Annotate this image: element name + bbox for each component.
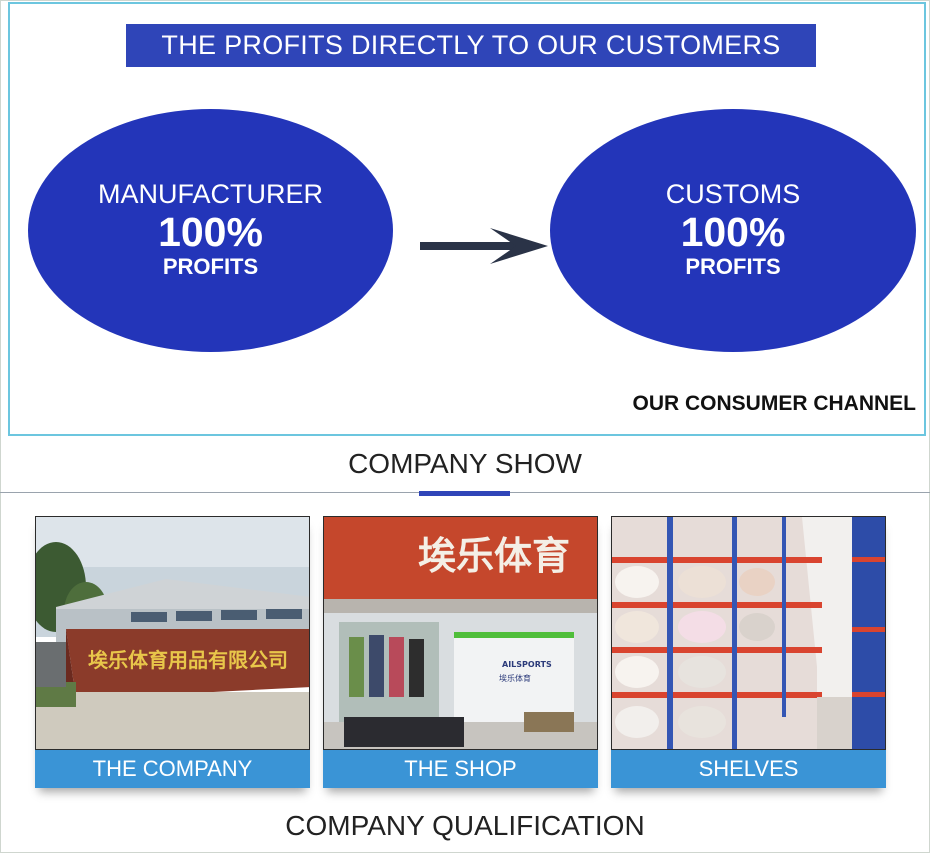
- card-label-shelves: SHELVES: [611, 750, 886, 788]
- profit-panel: THE PROFITS DIRECTLY TO OUR CUSTOMERS MA…: [8, 2, 926, 436]
- manufacturer-label: MANUFACTURER: [97, 178, 323, 209]
- manufacturer-percent: 100%: [158, 208, 263, 255]
- card-shelves[interactable]: SHELVES: [611, 516, 886, 788]
- profit-banner: THE PROFITS DIRECTLY TO OUR CUSTOMERS: [126, 24, 816, 67]
- company-photo: 埃乐体育用品有限公司: [35, 516, 310, 750]
- shelves-photo: [611, 516, 886, 750]
- section-divider-accent: [419, 491, 510, 496]
- manufacturer-profits: PROFITS: [162, 253, 259, 279]
- card-the-company[interactable]: 埃乐体育用品有限公司 THE COMPANY: [35, 516, 310, 788]
- shop-brand-text: AILSPORTS: [502, 660, 552, 669]
- shop-photo: 埃乐体育 AILSPORTS 埃乐体育: [323, 516, 598, 750]
- customs-profits: PROFITS: [685, 253, 781, 279]
- company-sign-text: 埃乐体育用品有限公司: [88, 648, 288, 672]
- right-arrow-icon: [420, 226, 550, 266]
- company-show-title: COMPANY SHOW: [348, 448, 582, 479]
- shop-brand-cn-text: 埃乐体育: [499, 673, 531, 683]
- card-the-shop[interactable]: 埃乐体育 AILSPORTS 埃乐体育 THE SHOP: [323, 516, 598, 788]
- company-qualification-title: COMPANY QUALIFICATION: [285, 810, 645, 841]
- consumer-channel-caption: OUR CONSUMER CHANNEL: [632, 392, 917, 415]
- customs-percent: 100%: [680, 208, 786, 255]
- card-label-the-shop: THE SHOP: [323, 750, 598, 788]
- customs-label: CUSTOMS: [665, 178, 801, 209]
- card-label-the-company: THE COMPANY: [35, 750, 310, 788]
- customs-ellipse: CUSTOMS 100% PROFITS: [550, 109, 916, 352]
- shop-sign-text: 埃乐体育: [418, 534, 570, 578]
- manufacturer-ellipse: MANUFACTURER 100% PROFITS: [28, 109, 393, 352]
